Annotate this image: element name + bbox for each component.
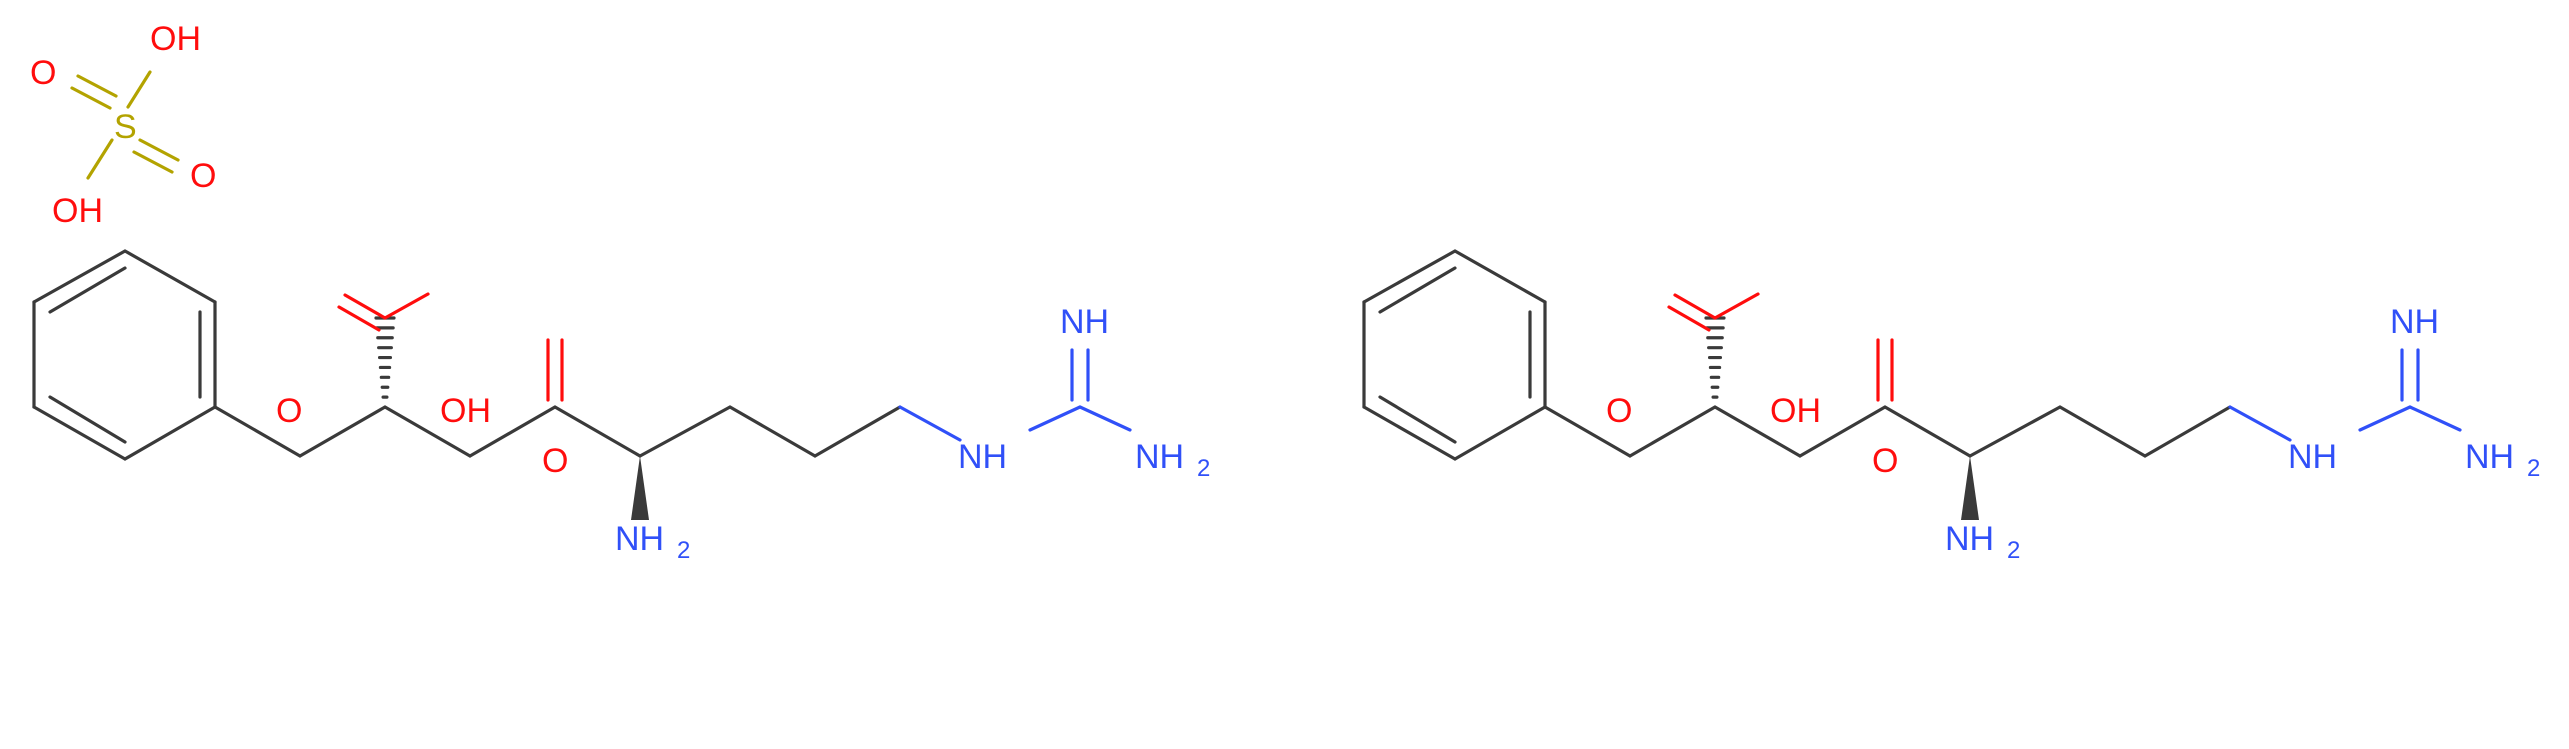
imine-label: NH <box>1060 303 1109 341</box>
bond <box>813 405 902 458</box>
hydroxyl-label: OH <box>150 20 201 58</box>
nh-label: NH <box>2288 438 2337 476</box>
bond <box>1362 405 1457 461</box>
bond <box>468 405 557 458</box>
bond <box>213 405 302 458</box>
bond <box>553 405 642 458</box>
bond <box>76 74 118 98</box>
hydroxyl-label: OH <box>1770 392 1821 430</box>
amine-label: NH <box>1945 520 1994 558</box>
bond <box>48 266 127 314</box>
bond <box>383 405 472 458</box>
oxygen-atom: O <box>190 157 216 195</box>
bond <box>898 405 962 442</box>
bond <box>123 249 217 304</box>
guanidine-amine-subscript: 2 <box>2527 455 2540 482</box>
bond <box>638 405 732 458</box>
guanidine-amine-label: NH <box>1135 438 1184 476</box>
stereo-wedge <box>1961 456 1979 520</box>
nh-label: NH <box>958 438 1007 476</box>
guanidine-amine-label: NH <box>2465 438 2514 476</box>
sulfur-atom: S <box>114 108 137 146</box>
bond <box>70 86 112 110</box>
bond <box>1378 395 1457 444</box>
bond <box>123 405 217 461</box>
hydroxyl-label: OH <box>52 192 103 230</box>
bond <box>298 405 387 458</box>
imine-label: NH <box>2390 303 2439 341</box>
bond <box>1628 405 1717 458</box>
bond <box>32 405 127 461</box>
bond <box>132 150 174 174</box>
bond <box>2058 405 2147 458</box>
bond <box>1453 405 1547 461</box>
bond <box>1713 405 1802 458</box>
amine-subscript: 2 <box>2007 537 2020 564</box>
bond <box>48 395 127 444</box>
bond <box>383 292 430 320</box>
bond <box>2408 405 2462 432</box>
oxygen-atom: O <box>276 392 302 430</box>
sulfuric-acid: S O O OH OH <box>30 20 216 230</box>
bond <box>1543 405 1632 458</box>
bond <box>1453 249 1547 304</box>
carbonyl-oxygen: O <box>542 442 568 480</box>
bond <box>728 405 817 458</box>
amine-label: NH <box>615 520 664 558</box>
bond <box>1667 305 1711 332</box>
bond <box>2228 405 2292 442</box>
bond <box>1378 266 1457 314</box>
bond <box>2143 405 2232 458</box>
guanidine-amine-subscript: 2 <box>1197 455 1210 482</box>
oxygen-atom: O <box>1606 392 1632 430</box>
bond <box>32 249 127 304</box>
bond <box>1362 249 1457 304</box>
bond <box>1798 405 1887 458</box>
bond <box>343 293 387 320</box>
bond <box>1883 405 1972 458</box>
bond <box>138 138 180 162</box>
bond <box>1673 293 1717 320</box>
bond <box>337 305 381 332</box>
amine-subscript: 2 <box>677 537 690 564</box>
bond <box>1028 405 1082 432</box>
bond <box>1713 292 1760 320</box>
bond <box>86 138 114 180</box>
carbonyl-oxygen: O <box>1872 442 1898 480</box>
bond <box>2358 405 2412 432</box>
bond <box>1078 405 1132 432</box>
oxygen-atom: O <box>30 54 56 92</box>
bond <box>126 70 152 109</box>
stereo-wedge <box>631 456 649 520</box>
hydroxyl-label: OH <box>440 392 491 430</box>
bond <box>1968 405 2062 458</box>
